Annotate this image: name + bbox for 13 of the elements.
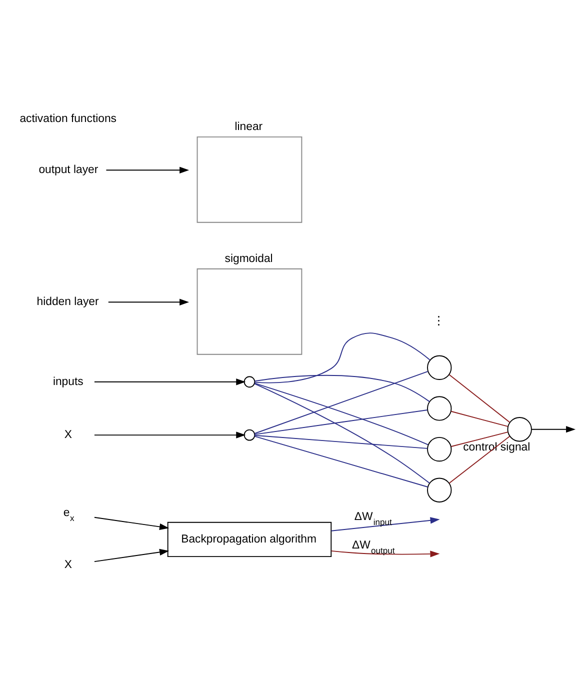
- node-label: control signal: [463, 441, 530, 454]
- node-text: hidden layer: [36, 296, 99, 308]
- label: ⋮: [433, 315, 444, 328]
- edge-label: ΔW$_{input}$: [354, 511, 392, 528]
- node-label: linear: [234, 120, 263, 133]
- node-label: sigmoidal: [224, 252, 273, 265]
- node-text: inputs: [52, 376, 84, 388]
- node-text: X: [64, 428, 72, 441]
- node-text: e$_{x}$: [63, 506, 74, 523]
- node-text: X: [64, 559, 72, 572]
- edge-label: ΔW$_{output}$: [352, 540, 395, 556]
- label: activation functions: [20, 112, 116, 125]
- node-text: output layer: [38, 164, 98, 176]
